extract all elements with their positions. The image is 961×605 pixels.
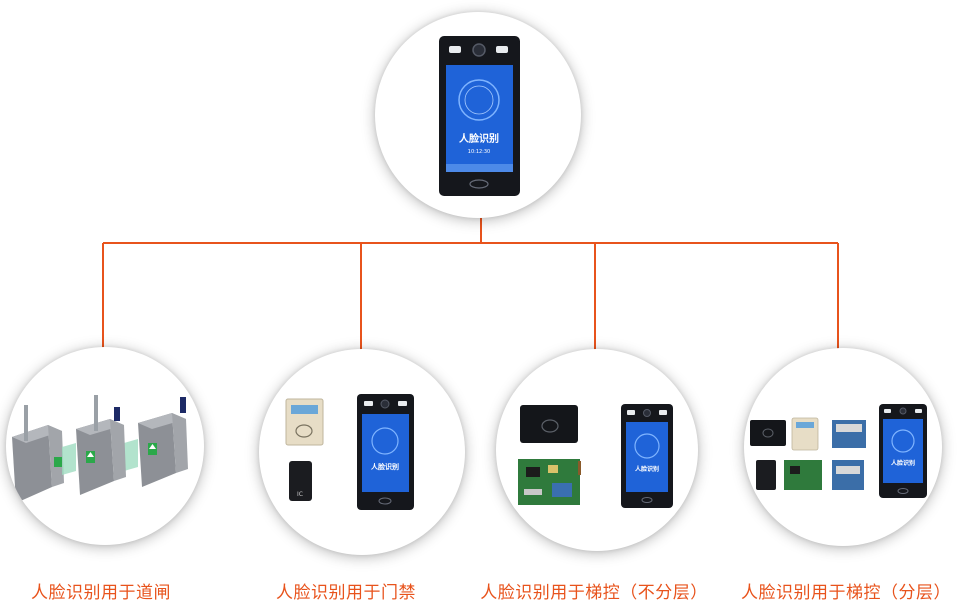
small-card-reader-black (750, 420, 786, 446)
door-terminal-ir-right (398, 401, 407, 406)
ic-card (289, 461, 312, 501)
floor-terminal-camera-icon (899, 407, 907, 415)
face-scan-ring-icon (458, 79, 500, 121)
access-control-illustration: IC 人脸识别 (285, 394, 414, 510)
elevator-floor-circle: 人脸识别 (744, 348, 942, 546)
board-relay (552, 483, 572, 497)
face-terminal-illustration: 人脸识别 10:12:30 (439, 36, 520, 196)
terminal-camera-icon (472, 43, 486, 57)
rfid-wave-icon-3 (762, 428, 774, 438)
elevator-terminal-screen (626, 422, 668, 492)
caption-elevator-floor: 人脸识别用于梯控（分层） (741, 583, 951, 603)
door-terminal-screen (362, 414, 409, 492)
terminal-screen (446, 65, 513, 172)
floor-face-ring-icon (891, 429, 915, 453)
small-ic-card (756, 460, 776, 490)
elevator-terminal-ir-right (659, 410, 667, 415)
turnstile-pole-left (24, 405, 28, 441)
arrow-indicator-3 (54, 457, 62, 467)
turnstile-cabinet-middle-side (110, 419, 126, 481)
door-terminal-camera-icon (380, 399, 390, 409)
door-card-reader-icon (378, 497, 392, 505)
door-terminal-ir-left (364, 401, 373, 406)
floor-board-green (784, 460, 822, 490)
rfid-wave-icon (295, 424, 313, 438)
door-terminal-screen-title: 人脸识别 (371, 462, 399, 471)
door-face-ring-icon (371, 427, 399, 455)
turnstile-pole-middle (94, 395, 98, 431)
floor-terminal-ir-right (915, 409, 922, 413)
board-chip-2 (548, 465, 558, 473)
floor-board-chip (790, 466, 800, 474)
turnstile-cabinet-left (12, 425, 52, 503)
rfid-wave-icon-2 (541, 419, 559, 433)
terminal-screen-status-bar (446, 164, 513, 172)
board-antenna (578, 461, 581, 475)
access-control-circle: IC 人脸识别 (259, 349, 465, 555)
glass-flap-2 (124, 439, 138, 471)
turnstile-circle (6, 347, 204, 545)
terminal-ir-light-left (449, 46, 461, 53)
floor-card-reader-icon (897, 488, 909, 494)
floor-terminal-ir-left (884, 409, 891, 413)
terminal-screen-title: 人脸识别 (459, 132, 499, 145)
card-reader-display (291, 405, 318, 414)
turnstile-cabinet-right-side (172, 413, 188, 473)
small-card-reader-display (796, 422, 814, 428)
board-chip-1 (526, 467, 540, 477)
floor-board-blue-2 (832, 460, 864, 490)
elevator-card-reader-icon (641, 497, 653, 503)
face-reader-middle (114, 407, 120, 421)
turnstile-cabinet-left-side (48, 425, 64, 487)
main-terminal-circle: 人脸识别 10:12:30 (375, 12, 581, 218)
black-card-reader (520, 405, 578, 443)
elevator-terminal-ir-left (627, 410, 635, 415)
floor-board-relays-2 (836, 466, 860, 474)
arrow-up-icon-2 (149, 444, 156, 449)
elevator-nofloor-circle: 人脸识别 (496, 349, 698, 551)
ic-card-label: IC (297, 491, 303, 498)
caption-elevator-nofloor: 人脸识别用于梯控（不分层） (480, 583, 708, 603)
elevator-nofloor-illustration: 人脸识别 (518, 404, 673, 508)
caption-access-control: 人脸识别用于门禁 (276, 583, 416, 603)
card-reader-icon (469, 179, 489, 189)
board-connector (524, 489, 542, 495)
face-scan-inner-icon (464, 85, 494, 115)
elevator-floor-illustration: 人脸识别 (750, 404, 927, 498)
terminal-screen-time: 10:12:30 (468, 149, 490, 155)
floor-board-relays (836, 424, 862, 432)
turnstile-illustration (12, 395, 188, 503)
terminal-ir-light-right (496, 46, 508, 53)
floor-terminal-screen-title: 人脸识别 (891, 459, 915, 467)
arrow-up-icon-1 (87, 452, 94, 457)
face-reader-right (180, 397, 186, 413)
glass-flap-1 (62, 443, 76, 475)
elevator-face-ring-icon (634, 433, 660, 459)
elevator-terminal-camera-icon (643, 409, 651, 417)
floor-terminal-screen (883, 419, 923, 483)
caption-turnstile: 人脸识别用于道闸 (31, 583, 171, 603)
elevator-terminal-screen-title: 人脸识别 (635, 465, 659, 473)
